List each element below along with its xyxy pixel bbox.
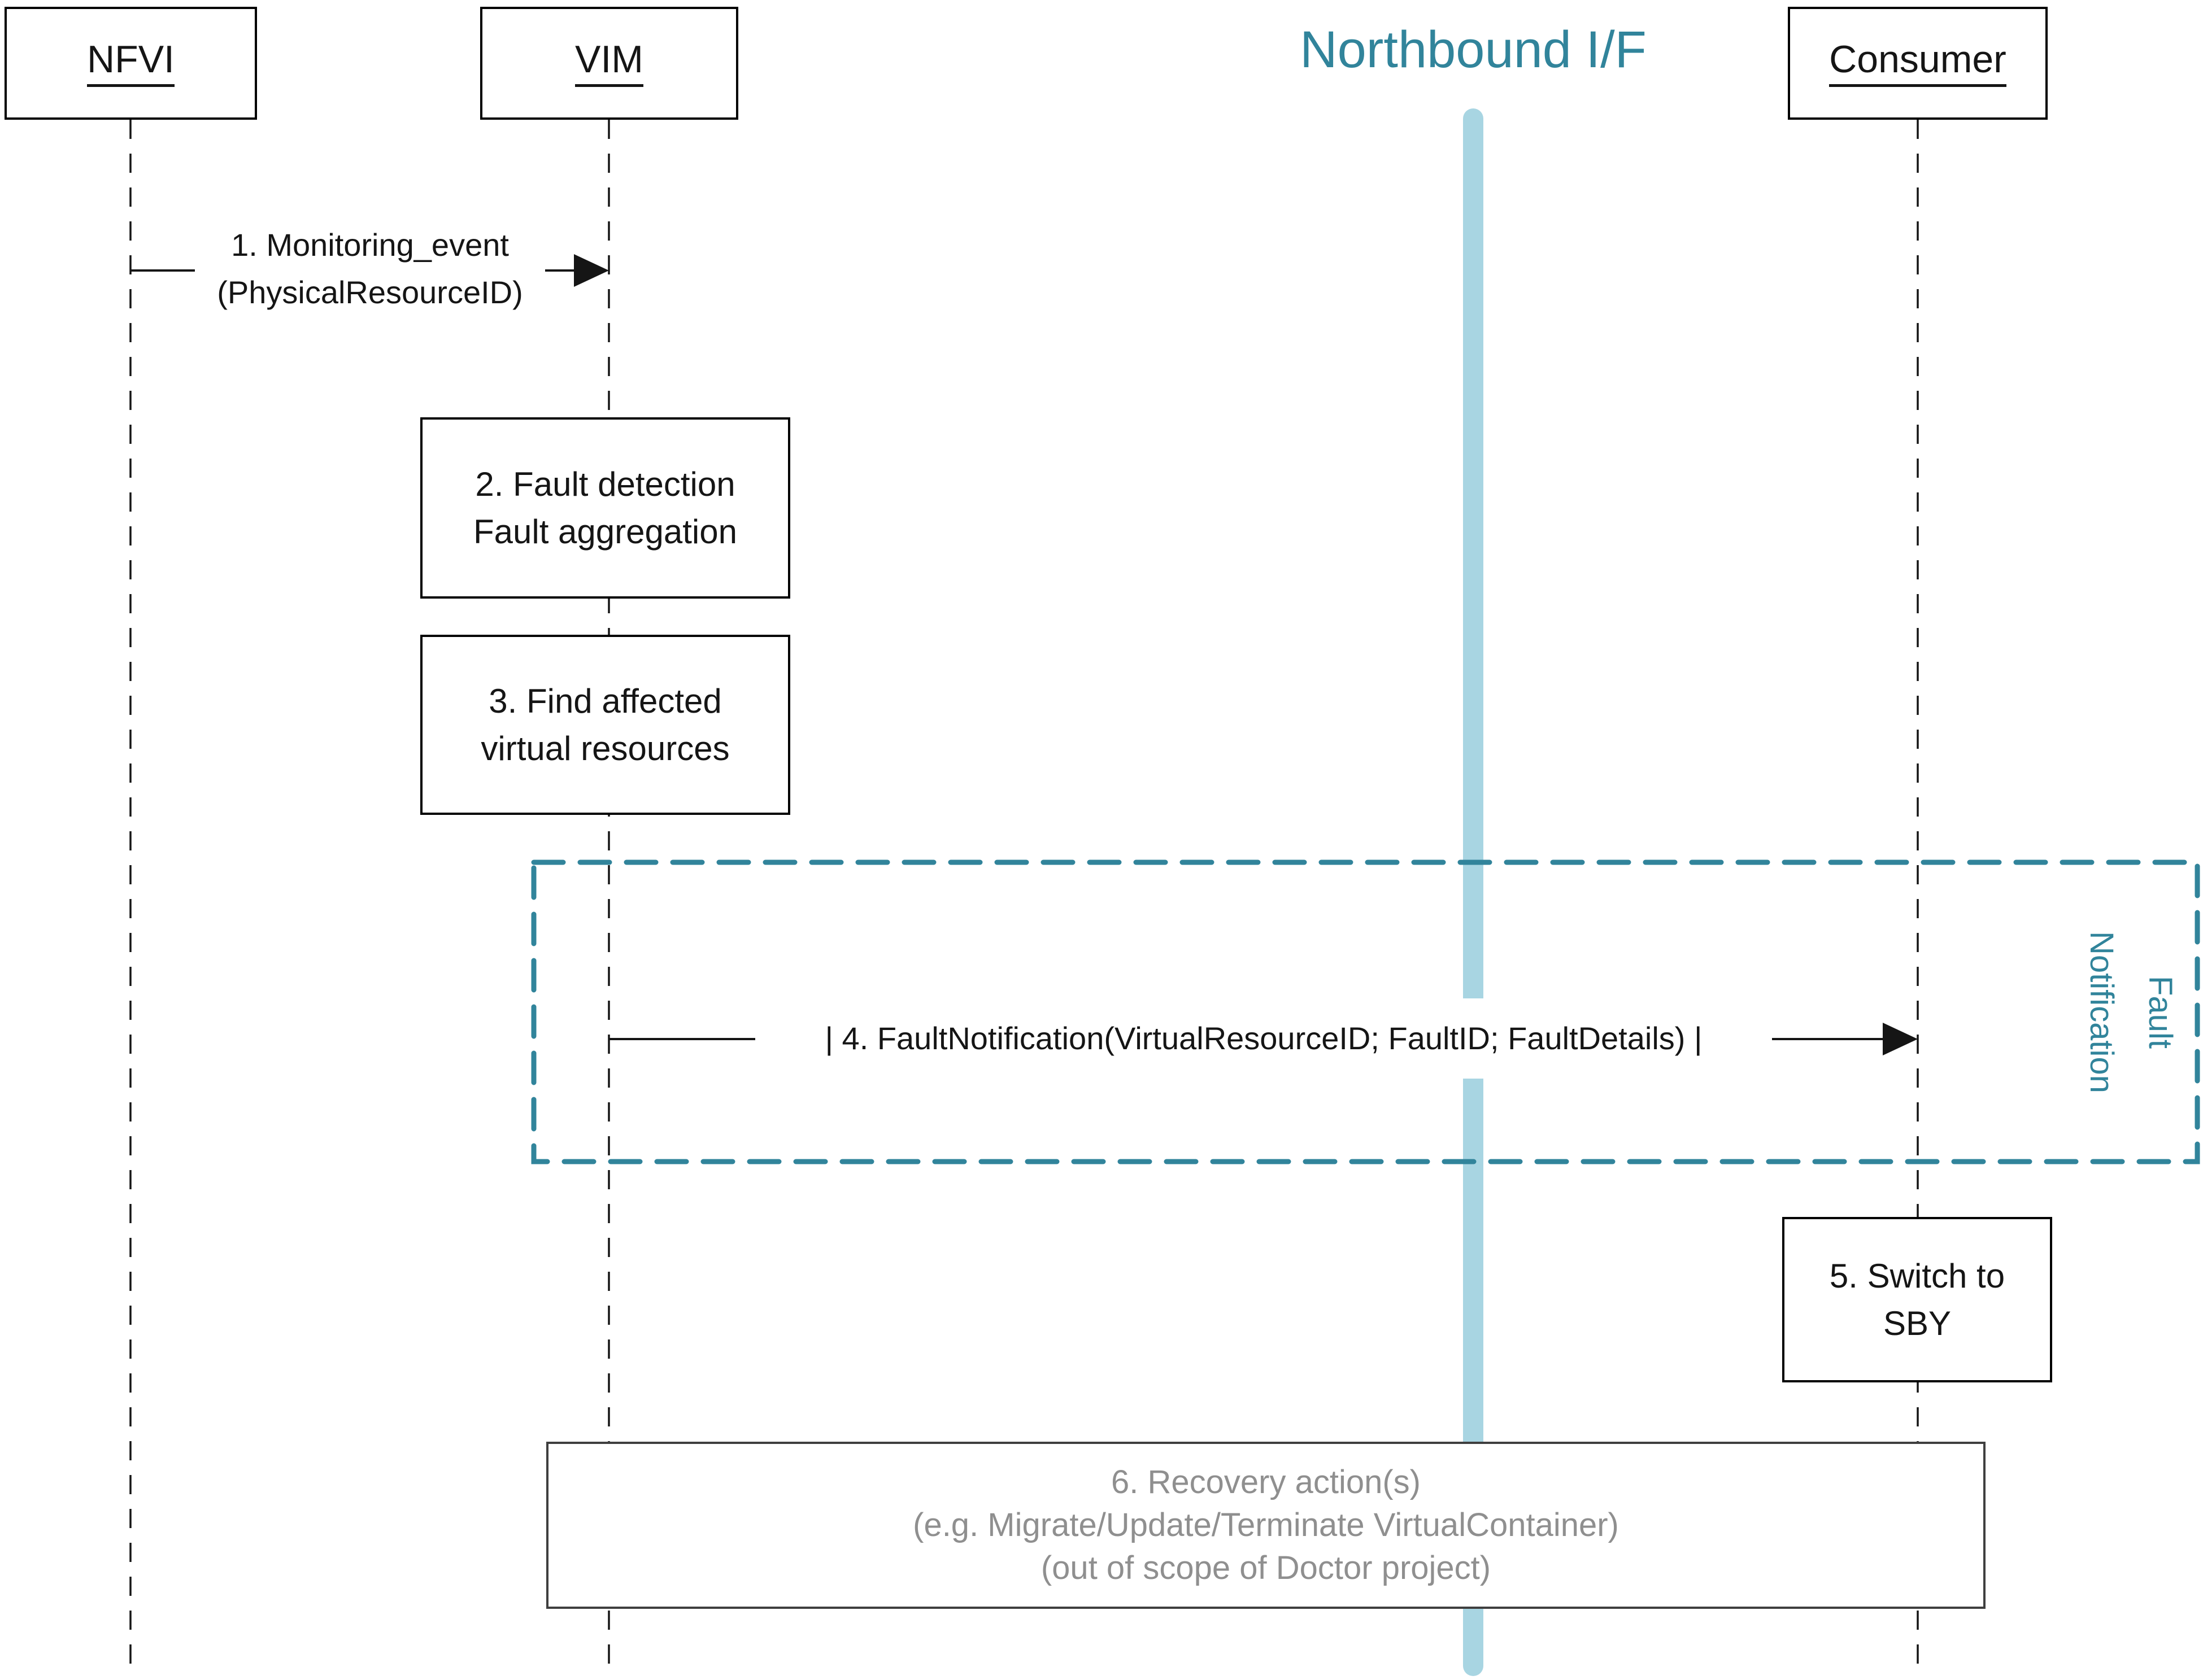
frame-label-line1: Fault: [2142, 975, 2179, 1049]
fault-notification-frame: [531, 859, 2200, 1164]
message-1-label: 1. Monitoring_event (PhysicalResourceID): [195, 221, 545, 316]
actor-consumer: Consumer: [1788, 7, 2048, 120]
message-4-arrowhead-icon: [1883, 1023, 1918, 1055]
step-6-line1: 6. Recovery action(s): [1111, 1464, 1421, 1500]
step-2-line2: Fault aggregation: [473, 512, 737, 551]
step-5-line1: 5. Switch to: [1829, 1256, 2005, 1295]
step-2-fault-detection-box: 2. Fault detection Fault aggregation: [420, 417, 790, 599]
actor-vim-label: VIM: [575, 40, 643, 87]
message-1-label-line1: 1. Monitoring_event: [231, 227, 509, 263]
step-3-line2: virtual resources: [481, 729, 730, 767]
message-4-label: | 4. FaultNotification(VirtualResourceID…: [755, 998, 1772, 1079]
actor-consumer-label: Consumer: [1829, 40, 2006, 87]
step-5-line2: SBY: [1883, 1304, 1952, 1342]
frame-label-line2: Notification: [2083, 931, 2120, 1093]
step-2-line1: 2. Fault detection: [475, 465, 735, 503]
step-6-line2: (e.g. Migrate/Update/Terminate VirtualCo…: [913, 1507, 1619, 1543]
step-5-switch-to-sby-box: 5. Switch to SBY: [1782, 1217, 2052, 1382]
fault-notification-frame-label: Fault Notification: [2061, 868, 2189, 1156]
step-6-line3: (out of scope of Doctor project): [1040, 1550, 1491, 1586]
step-3-line1: 3. Find affected: [489, 682, 722, 720]
actor-nfvi: NFVI: [5, 7, 257, 120]
message-1-arrowhead-icon: [574, 254, 609, 287]
actor-nfvi-label: NFVI: [87, 40, 175, 87]
message-1-label-line2: (PhysicalResourceID): [217, 274, 523, 310]
northbound-title: Northbound I/F: [1300, 21, 1647, 78]
step-6-recovery-action-box: 6. Recovery action(s) (e.g. Migrate/Upda…: [546, 1442, 1986, 1609]
actor-vim: VIM: [480, 7, 738, 120]
northbound-lifeline-bar: [1463, 108, 1483, 1676]
step-3-find-affected-box: 3. Find affected virtual resources: [420, 635, 790, 815]
